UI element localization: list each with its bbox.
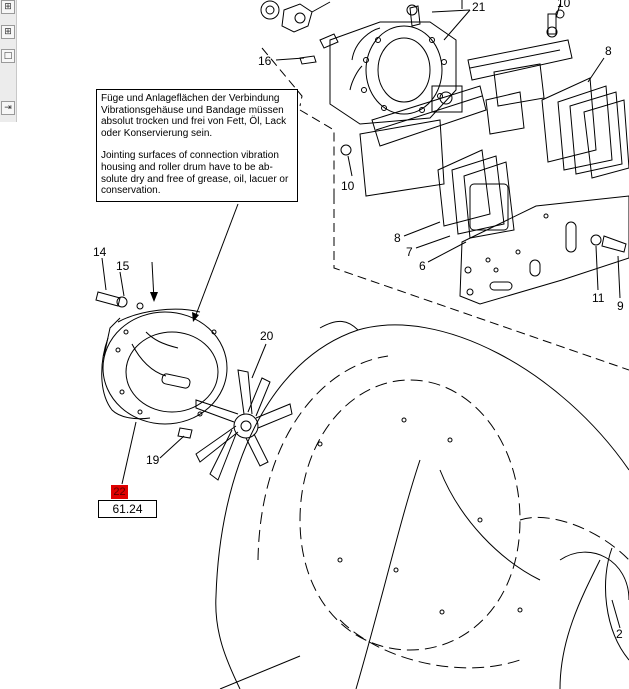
window-icon: □ (3, 51, 13, 61)
vibration-housing (101, 308, 228, 439)
callout-11: 11 (592, 291, 605, 305)
upper-bolts (406, 4, 565, 38)
callout-2: 2 (616, 627, 623, 641)
reference-link[interactable]: 61.24 (98, 500, 157, 518)
grid-icon: ⊞ (4, 27, 12, 37)
callout-19: 19 (146, 453, 160, 467)
reference-badge[interactable]: 22 (111, 485, 128, 499)
callout-16: 16 (258, 54, 272, 68)
callout-10-mid: 10 (341, 179, 355, 193)
grid-view-button[interactable]: ⊞ (1, 25, 15, 39)
viewer-toolbar: ⊞ ⊞ □ ⇥ (0, 0, 17, 122)
rubber-buffer-rail (371, 39, 573, 147)
upper-flange-housing (329, 21, 457, 125)
callout-15: 15 (116, 259, 130, 273)
callout-8-mid: 8 (394, 231, 401, 245)
top-left-hub (260, 0, 339, 65)
note-english: Jointing surfaces of connection vibratio… (101, 150, 289, 197)
callout-numbers: 16 21 10 8 10 8 7 6 14 15 11 9 20 19 2 (93, 0, 624, 641)
note-german: Füge und Anlageflächen der Verbindung Vi… (101, 93, 287, 139)
mounting-plate (459, 195, 629, 305)
rubber-buffers-upper (359, 77, 629, 197)
right-bolts (340, 144, 627, 253)
callout-20: 20 (260, 329, 274, 343)
next-button[interactable]: ⇥ (1, 101, 15, 115)
housing-bolts (95, 291, 144, 310)
assembly-note: Füge und Anlageflächen der Verbindung Vi… (96, 89, 298, 202)
rubber-buffers-middle (437, 149, 515, 239)
grid-icon: ⊞ (4, 2, 12, 12)
line-art (95, 0, 629, 689)
callout-6: 6 (419, 259, 426, 273)
callout-21: 21 (472, 0, 486, 14)
view-button[interactable]: □ (1, 49, 15, 63)
callout-7: 7 (406, 245, 413, 259)
leader-arrowheads (150, 292, 199, 322)
leader-lines (101, 3, 621, 629)
callout-8-top: 8 (605, 44, 612, 58)
fan-impeller (195, 369, 293, 481)
callout-9: 9 (617, 299, 624, 313)
callout-14: 14 (93, 245, 107, 259)
callout-10-top: 10 (557, 0, 571, 10)
roller-drum (215, 321, 629, 689)
expand-button[interactable]: ⊞ (1, 0, 15, 14)
assembly-boundary (261, 0, 629, 371)
arrow-right-icon: ⇥ (4, 103, 12, 113)
